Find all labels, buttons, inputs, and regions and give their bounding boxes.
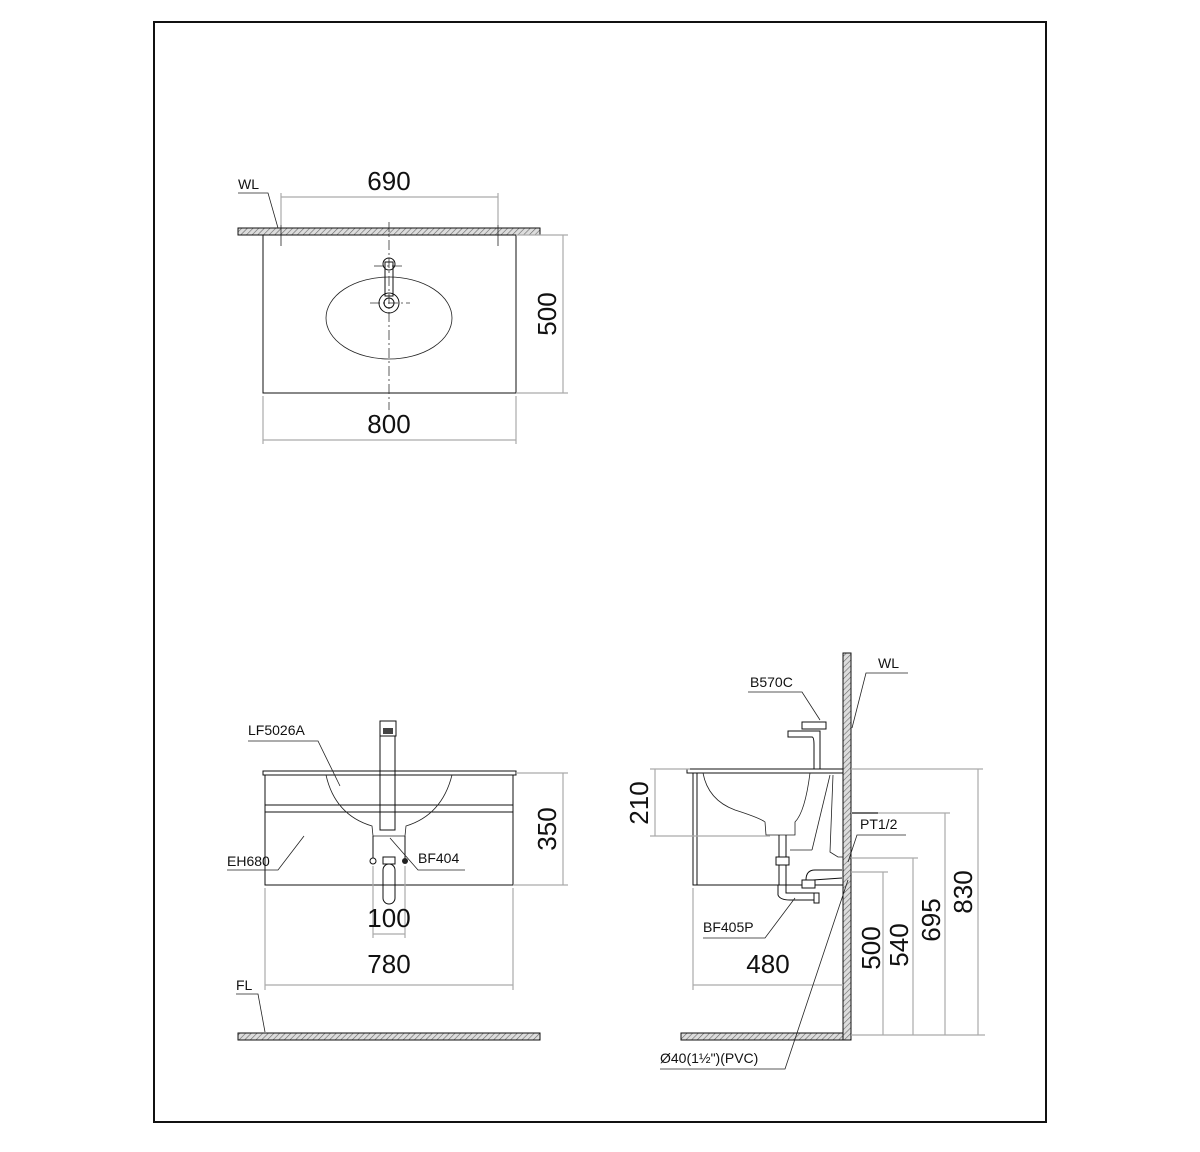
cabinet-model-label: EH680 [227, 853, 270, 869]
cabinet-side [692, 772, 844, 886]
dim-100: 100 [367, 903, 410, 933]
wall-line-label: WL [878, 655, 899, 671]
side-view: 210 480 500 540 695 830 B570C WL PT1/2 B… [624, 652, 985, 1070]
trap-side [775, 774, 878, 904]
faucet-front [379, 720, 397, 831]
basin-profile [325, 774, 453, 837]
floor-section [680, 1032, 844, 1041]
wall-line-label: WL [238, 176, 259, 192]
dim-480: 480 [746, 949, 789, 979]
dim-540: 540 [884, 923, 914, 966]
drain-trap [369, 836, 408, 905]
supply-thread-label: PT1/2 [860, 816, 898, 832]
cabinet-outline [262, 234, 517, 394]
faucet-model-label: B570C [750, 674, 793, 690]
dim-350: 350 [532, 807, 562, 850]
faucet-top [378, 257, 400, 314]
counter-top [686, 768, 844, 774]
dim-210: 210 [624, 781, 654, 824]
dim-500-depth: 500 [532, 292, 562, 335]
floor-line-label: FL [236, 977, 253, 993]
dim-690: 690 [367, 166, 410, 196]
wall-section [842, 652, 852, 1041]
basin-profile [702, 772, 811, 836]
counter-top [262, 770, 517, 776]
dim-500-drain: 500 [856, 926, 886, 969]
floor-section [237, 1032, 541, 1041]
dim-780: 780 [367, 949, 410, 979]
front-view: 350 100 780 FL LF5026A EH680 BF404 [227, 720, 568, 1041]
drawing-border [153, 21, 1047, 1123]
dim-695: 695 [916, 898, 946, 941]
faucet-side [787, 721, 827, 769]
dim-800: 800 [367, 409, 410, 439]
drain-model-label: BF404 [418, 850, 459, 866]
cabinet-front [264, 774, 514, 886]
drain-pipe-label: Ø40(1½")(PVC) [660, 1050, 758, 1066]
top-view: 690 500 800 WL [237, 166, 568, 444]
basin-model-label: LF5026A [248, 722, 305, 738]
dim-830: 830 [948, 870, 978, 913]
trap-model-label: BF405P [703, 919, 754, 935]
